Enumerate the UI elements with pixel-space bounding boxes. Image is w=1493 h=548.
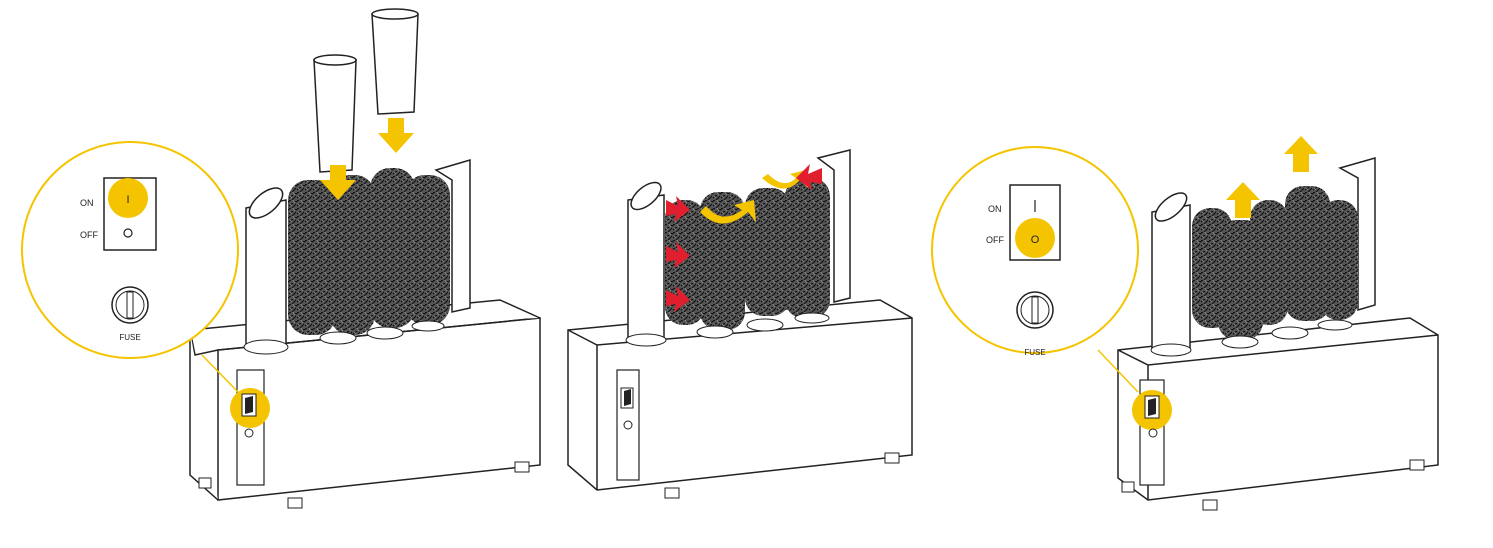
down-arrow-icon (378, 118, 414, 153)
push-arrow-icon (666, 242, 690, 268)
brushes (288, 168, 450, 345)
fuse-icon (1016, 291, 1054, 329)
tube-right (816, 149, 851, 303)
step-3-remove-glasses: O ON OFF FUSE (931, 136, 1439, 511)
glass-left (313, 54, 357, 173)
switch-zoom-callout: I ON OFF FUSE (21, 141, 239, 359)
glass-right (371, 8, 419, 115)
tube-left (625, 181, 667, 347)
push-arrow-icon (666, 196, 690, 222)
push-arrow-icon (796, 164, 822, 190)
tube-right (1338, 157, 1376, 312)
push-arrow-icon (666, 286, 690, 312)
switch-on-symbol: I (126, 194, 129, 206)
machine-base (567, 299, 913, 499)
switch-off-highlight (1015, 218, 1055, 258)
switch-on-label: ON (80, 198, 94, 208)
step-1-insert-glasses: I ON OFF FUSE (21, 8, 541, 509)
tube-left (243, 187, 289, 355)
up-arrow-icon (1226, 182, 1260, 218)
tube-right (434, 158, 471, 313)
fuse-icon (111, 286, 149, 324)
fuse-label: FUSE (1024, 348, 1045, 357)
switch-on-highlight (108, 178, 148, 218)
switch-off-label: OFF (986, 235, 1004, 245)
switch-zoom-callout: O ON OFF FUSE (931, 146, 1139, 357)
up-arrow-icon (1284, 136, 1318, 172)
switch-on-label: ON (988, 204, 1002, 214)
fuse-label: FUSE (119, 333, 140, 342)
step-2-brushing (567, 149, 913, 499)
rotate-arrow-icon (762, 170, 808, 189)
brushes (665, 178, 830, 339)
switch-off-label: OFF (80, 230, 98, 240)
rotate-arrow-icon (700, 200, 756, 224)
down-arrow-icon (320, 165, 356, 200)
brushes (1192, 186, 1358, 349)
tube-left (1150, 192, 1192, 357)
switch-off-symbol: O (1031, 234, 1040, 246)
